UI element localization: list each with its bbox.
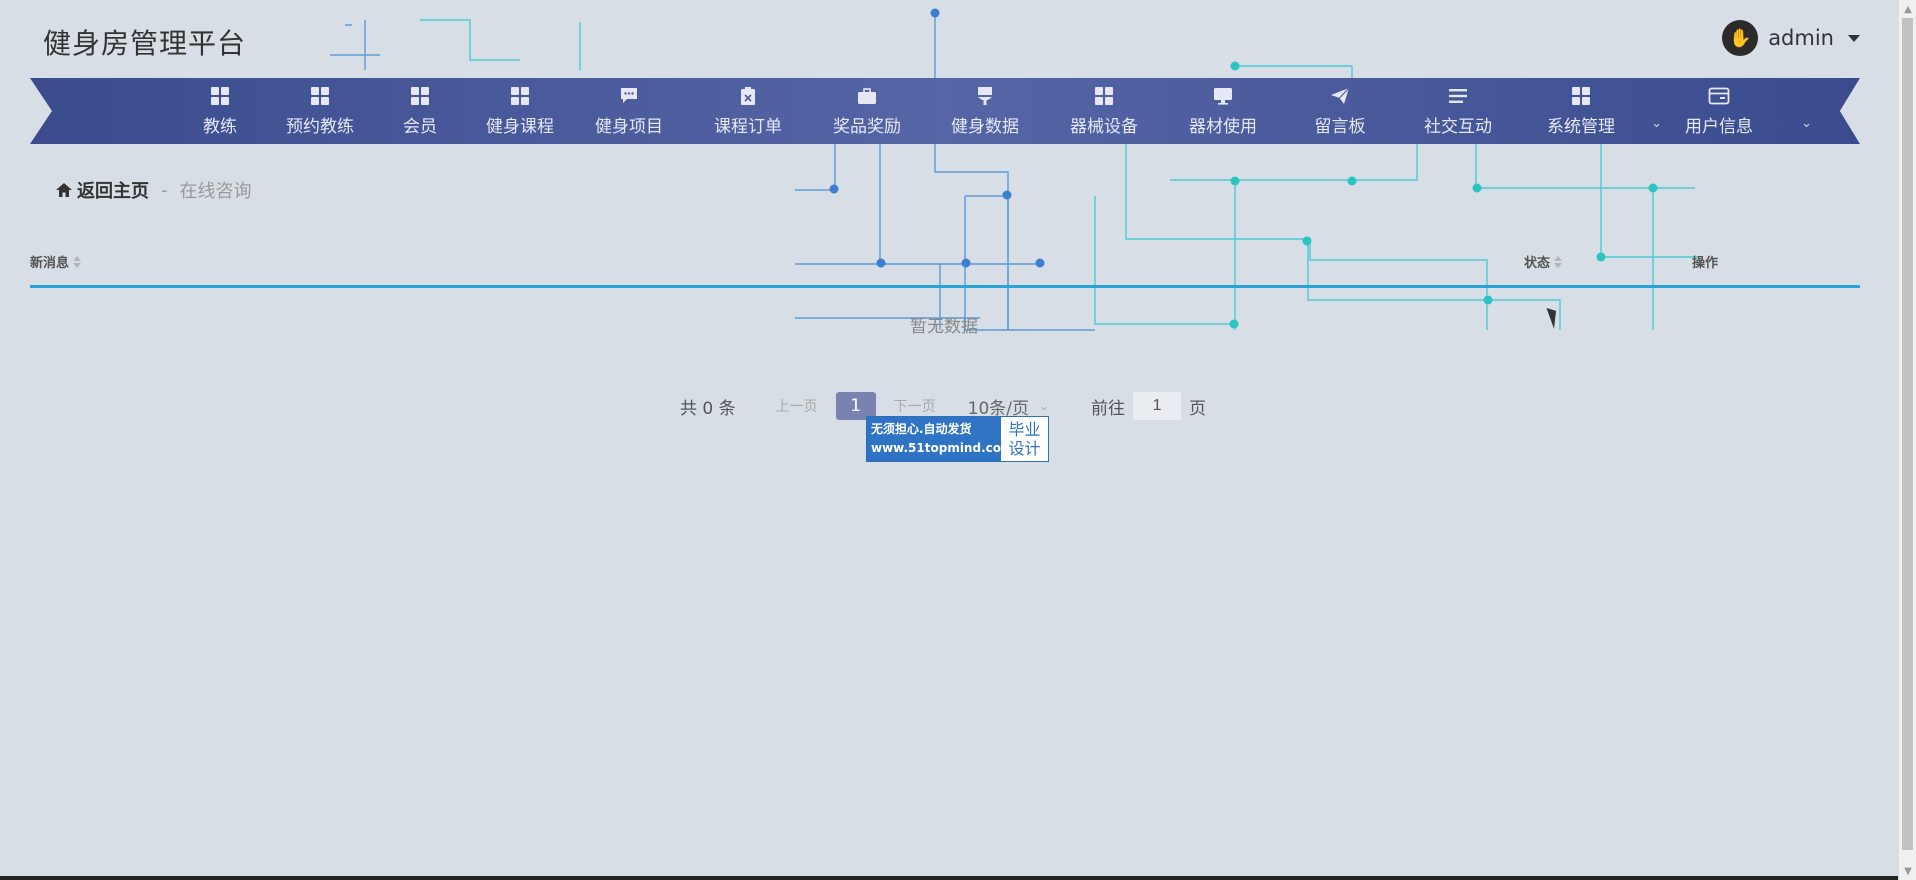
watermark-line2: www.51topmind.com bbox=[871, 441, 1014, 455]
nav-item[interactable]: 社交互动 bbox=[1398, 78, 1518, 144]
grid-icon bbox=[1570, 85, 1592, 107]
nav-item[interactable]: 奖品奖励 bbox=[808, 78, 926, 144]
chevron-down-icon: ⌄ bbox=[1801, 116, 1812, 131]
watermark-side1: 毕业 bbox=[1008, 420, 1041, 439]
page-number-button[interactable]: 1 bbox=[835, 392, 876, 420]
nav-item-label: 健身课程 bbox=[486, 117, 554, 137]
nav-item[interactable]: 用户信息 ⌄ bbox=[1644, 78, 1812, 144]
prev-page-button[interactable]: 上一页 bbox=[775, 399, 818, 415]
breadcrumb: 返回主页 - 在线咨询 bbox=[55, 177, 252, 203]
nav-item[interactable]: 健身项目 bbox=[570, 78, 688, 144]
sort-icon[interactable] bbox=[1554, 255, 1563, 268]
breadcrumb-separator: - bbox=[161, 179, 168, 201]
card-icon bbox=[1708, 85, 1730, 107]
vertical-scrollbar[interactable]: ▲ ▼ bbox=[1898, 0, 1916, 880]
next-page-button[interactable]: 下一页 bbox=[893, 399, 936, 415]
clipboard-icon bbox=[737, 85, 759, 107]
monitor-icon bbox=[1212, 85, 1234, 107]
grid-icon bbox=[509, 85, 531, 107]
column-header-new-message[interactable]: 新消息 bbox=[30, 252, 82, 271]
nav-item[interactable]: 课程订单 bbox=[688, 78, 808, 144]
pagination-total: 共 0 条 bbox=[680, 398, 736, 419]
chevron-down-icon: ⌄ bbox=[1651, 116, 1662, 131]
taskbar-strip bbox=[0, 876, 1898, 880]
goto-suffix: 页 bbox=[1189, 398, 1207, 419]
table-header: 新消息 状态 操作 bbox=[30, 244, 1860, 288]
nav-item-label: 预约教练 bbox=[286, 117, 354, 137]
grid-icon bbox=[209, 85, 231, 107]
column-label: 新消息 bbox=[30, 256, 70, 271]
chat-icon bbox=[618, 85, 640, 107]
list-icon bbox=[1447, 85, 1469, 107]
avatar: ✋ bbox=[1722, 20, 1759, 56]
page-size-select[interactable]: 10条/页 ⌄ bbox=[968, 394, 1049, 419]
nav-item-label: 留言板 bbox=[1314, 117, 1366, 137]
user-menu[interactable]: ✋ admin bbox=[1722, 20, 1860, 56]
nav-item-label: 社交互动 bbox=[1424, 117, 1492, 137]
nav-item[interactable]: 健身课程 bbox=[470, 78, 570, 144]
table-empty-text: 暂无数据 bbox=[910, 317, 978, 337]
app-title: 健身房管理平台 bbox=[43, 27, 247, 60]
nav-item-label: 健身项目 bbox=[595, 117, 663, 137]
nav-item[interactable]: 系统管理 ⌄ bbox=[1518, 78, 1662, 144]
briefcase-icon bbox=[856, 85, 878, 107]
nav-item-label: 奖品奖励 bbox=[833, 117, 901, 137]
pagination: 共 0 条 上一页 1 下一页 10条/页 ⌄ 前往 页 bbox=[680, 392, 1206, 420]
nav-item[interactable]: 教练 bbox=[170, 78, 270, 144]
nav-item-label: 健身数据 bbox=[951, 117, 1019, 137]
caret-down-icon bbox=[1848, 34, 1860, 42]
grid-icon bbox=[309, 85, 331, 107]
watermark-side2: 设计 bbox=[1008, 439, 1041, 458]
breadcrumb-home-label: 返回主页 bbox=[77, 181, 149, 202]
breadcrumb-home-link[interactable]: 返回主页 bbox=[55, 177, 149, 203]
brush-icon bbox=[974, 85, 996, 107]
grid-icon bbox=[409, 85, 431, 107]
nav-item-label: 教练 bbox=[203, 117, 237, 137]
scroll-down-icon[interactable]: ▼ bbox=[1904, 865, 1912, 877]
main-navbar: 教练 预约教练 会员 健身课程 健身项目 课程订单 奖品奖励 健身数据 器械设备 器材使用 留言板 社… bbox=[30, 78, 1860, 144]
nav-item[interactable]: 会员 bbox=[370, 78, 470, 144]
goto-label: 前往 bbox=[1091, 398, 1126, 419]
nav-item-label: 器械设备 bbox=[1070, 117, 1138, 137]
watermark-left: 无须担心.自动发货 www.51topmind.com bbox=[867, 417, 1014, 461]
column-label: 状态 bbox=[1524, 256, 1551, 271]
nav-item-label: 器材使用 bbox=[1189, 117, 1257, 137]
home-icon bbox=[56, 183, 72, 197]
sort-icon[interactable] bbox=[73, 255, 82, 268]
watermark-line1: 无须担心.自动发货 bbox=[871, 422, 972, 436]
page-size-value: 10条/页 bbox=[967, 398, 1029, 419]
nav-item[interactable]: 器材使用 bbox=[1164, 78, 1282, 144]
goto-page-input[interactable] bbox=[1133, 392, 1182, 420]
scroll-up-icon[interactable]: ▲ bbox=[1904, 3, 1912, 15]
grid-icon bbox=[1093, 85, 1115, 107]
nav-item[interactable]: 预约教练 bbox=[270, 78, 370, 144]
nav-item[interactable]: 器械设备 bbox=[1044, 78, 1164, 144]
nav-item-label: 会员 bbox=[403, 117, 437, 137]
column-header-status[interactable]: 状态 bbox=[1524, 252, 1563, 271]
nav-item-label: 用户信息 bbox=[1685, 117, 1753, 137]
nav-items: 教练 预约教练 会员 健身课程 健身项目 课程订单 奖品奖励 健身数据 器械设备 器材使用 留言板 社… bbox=[170, 78, 1812, 144]
column-label: 操作 bbox=[1692, 256, 1719, 271]
breadcrumb-current: 在线咨询 bbox=[179, 181, 252, 202]
nav-item[interactable]: 留言板 bbox=[1282, 78, 1398, 144]
user-name: admin bbox=[1768, 26, 1834, 50]
nav-item-label: 课程订单 bbox=[714, 117, 782, 137]
send-icon bbox=[1329, 85, 1351, 107]
nav-item-label: 系统管理 bbox=[1547, 117, 1615, 137]
nav-item[interactable]: 健身数据 bbox=[926, 78, 1044, 144]
scrollbar-thumb[interactable] bbox=[1902, 18, 1913, 850]
watermark-right: 毕业 设计 bbox=[1001, 417, 1048, 461]
chevron-down-icon: ⌄ bbox=[1038, 399, 1050, 413]
watermark-badge: 无须担心.自动发货 www.51topmind.com 毕业 设计 bbox=[866, 416, 1049, 462]
column-header-actions: 操作 bbox=[1692, 252, 1718, 271]
